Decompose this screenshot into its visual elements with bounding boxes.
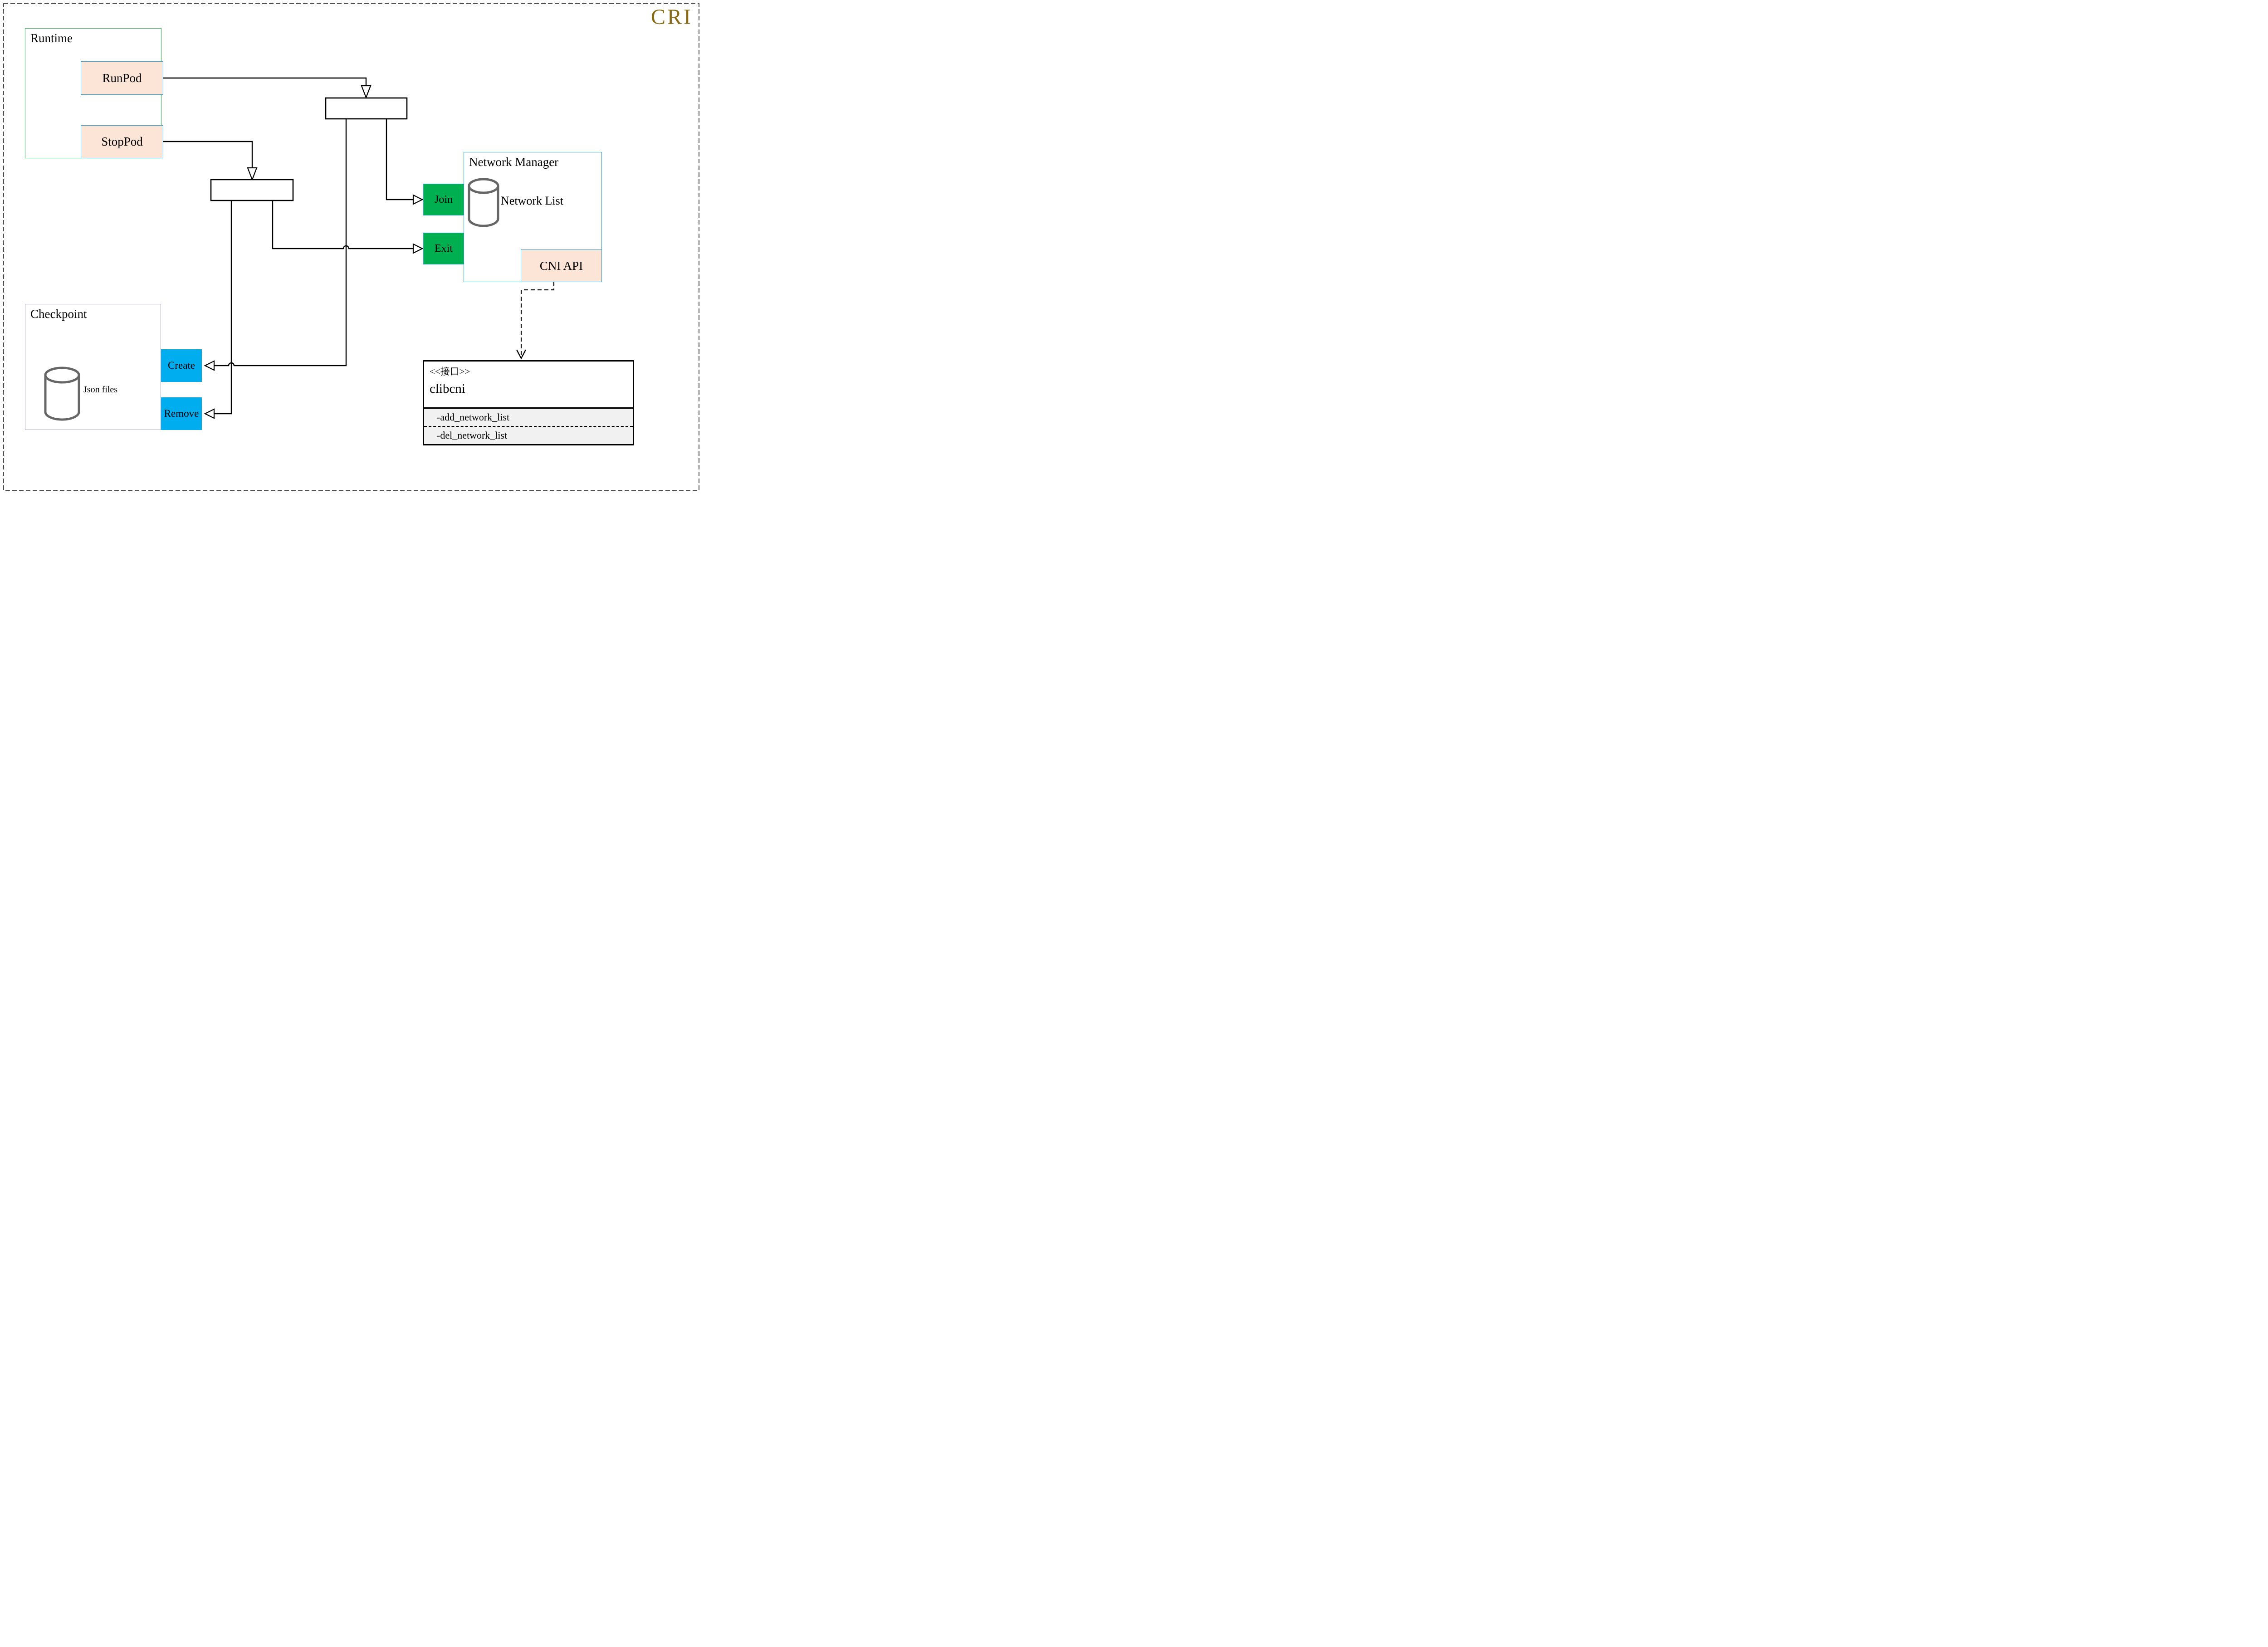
methods-dashed-divider bbox=[424, 426, 633, 427]
runtime-group-label: Runtime bbox=[30, 31, 73, 45]
clibcni-interface-class-box: <<接口>> clibcni -add_network_list -del_ne… bbox=[423, 360, 634, 445]
create-node-label: Create bbox=[167, 360, 195, 371]
json-files-database-icon bbox=[44, 367, 80, 421]
checkpoint-group-label: Checkpoint bbox=[30, 307, 87, 321]
join-node-label: Join bbox=[434, 193, 453, 205]
create-node: Create bbox=[161, 349, 202, 382]
page-dashed-border bbox=[3, 3, 699, 491]
exit-node-label: Exit bbox=[435, 242, 453, 254]
connector-junction1-to-join bbox=[386, 119, 413, 200]
method-del-network-list: -del_network_list bbox=[437, 430, 508, 441]
checkpoint-group-box: Checkpoint bbox=[25, 304, 161, 430]
arrowhead-left-create-icon bbox=[204, 360, 215, 371]
clibcni-header: <<接口>> clibcni bbox=[424, 362, 633, 407]
network-list-database-icon bbox=[468, 178, 499, 227]
diagram-canvas: CRI Runtime RunPod StopPod Network Manag… bbox=[0, 0, 703, 494]
runpod-node: RunPod bbox=[81, 61, 163, 95]
arrowhead-left-remove-icon bbox=[204, 408, 215, 419]
connector-cniapi-to-clibcni-dashed bbox=[520, 282, 555, 357]
network-manager-group-label: Network Manager bbox=[469, 155, 559, 169]
connector-junction1-to-create bbox=[214, 119, 347, 367]
junction-box-2 bbox=[210, 179, 294, 201]
arrowhead-down-junction1-icon bbox=[361, 85, 371, 99]
clibcni-methods-section: -add_network_list -del_network_list bbox=[424, 407, 633, 444]
connector-junction2-to-exit bbox=[272, 200, 413, 249]
stoppod-node: StopPod bbox=[81, 125, 163, 158]
stoppod-node-label: StopPod bbox=[101, 135, 143, 148]
arrowhead-down-junction2-icon bbox=[247, 167, 258, 181]
arrowhead-right-join-icon bbox=[412, 194, 424, 205]
exit-node: Exit bbox=[423, 233, 464, 264]
cri-title-badge: CRI bbox=[650, 5, 693, 29]
runpod-node-label: RunPod bbox=[102, 71, 142, 85]
connector-stoppod-to-junction2 bbox=[163, 141, 253, 168]
interface-name-label: clibcni bbox=[430, 381, 465, 396]
cni-api-node: CNI API bbox=[521, 249, 602, 282]
connector-layer bbox=[3, 3, 699, 491]
json-files-label: Json files bbox=[83, 385, 117, 395]
remove-node-label: Remove bbox=[164, 408, 199, 419]
cni-api-node-label: CNI API bbox=[539, 259, 583, 273]
interface-stereotype-label: <<接口>> bbox=[430, 366, 470, 377]
arrowhead-right-exit-icon bbox=[412, 243, 424, 254]
method-add-network-list: -add_network_list bbox=[437, 411, 510, 423]
join-node: Join bbox=[423, 184, 464, 215]
remove-node: Remove bbox=[161, 397, 202, 430]
network-list-label: Network List bbox=[501, 194, 563, 207]
connector-runpod-to-junction1 bbox=[163, 77, 367, 86]
arrowhead-open-v-clibcni-icon bbox=[516, 349, 527, 360]
junction-box-1 bbox=[325, 97, 408, 120]
connector-junction2-to-remove bbox=[214, 200, 232, 415]
